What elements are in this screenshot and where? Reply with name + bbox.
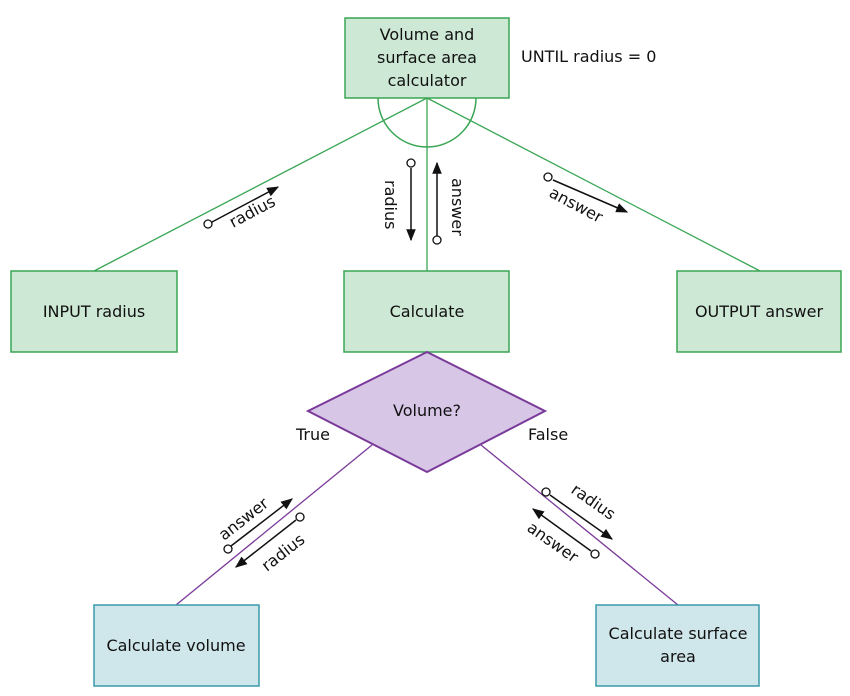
flow-calc-radius-label: radius — [381, 180, 400, 229]
calc-surface-line-1: Calculate surface — [609, 624, 748, 643]
top-module-line-1: Volume and — [380, 25, 475, 44]
data-couple-icon — [590, 549, 600, 559]
flow-volume-radius-label: radius — [258, 530, 309, 575]
flow-surface-radius-label: radius — [568, 480, 619, 524]
calc-volume-box — [93, 604, 260, 687]
decision-diamond — [305, 350, 548, 474]
top-module-box — [344, 17, 510, 99]
iteration-arc — [377, 97, 477, 148]
input-box — [10, 270, 178, 353]
flow-output-answer: answer — [543, 172, 629, 227]
output-label: OUTPUT answer — [695, 302, 824, 321]
flow-calc-answer-label: answer — [448, 178, 467, 236]
top-module-line-3: calculator — [388, 71, 467, 90]
data-couple-icon — [295, 512, 305, 522]
output-box — [676, 270, 842, 353]
input-label: INPUT radius — [43, 302, 145, 321]
calculate-label: Calculate — [390, 302, 465, 321]
data-couple-icon — [541, 487, 551, 497]
flow-calc-answer: answer — [432, 161, 467, 245]
flow-surface-answer: answer — [524, 508, 600, 567]
data-couple-icon — [406, 158, 416, 168]
false-label: False — [528, 425, 568, 444]
connector-top-input — [93, 97, 428, 272]
calc-surface-line-2: area — [660, 647, 696, 666]
connector-decision-surface — [480, 444, 679, 606]
flow-calc-radius: radius — [381, 158, 416, 242]
calc-surface-box — [595, 604, 760, 687]
calc-volume-label: Calculate volume — [106, 636, 245, 655]
connector-top-output — [426, 97, 761, 272]
true-label: True — [295, 425, 330, 444]
flow-input-radius-label: radius — [226, 192, 279, 232]
decision-label: Volume? — [393, 401, 461, 420]
connector-decision-volume — [175, 444, 373, 606]
data-couple-icon — [543, 172, 553, 182]
flow-surface-answer-label: answer — [524, 518, 583, 567]
flow-input-radius: radius — [203, 186, 280, 232]
until-annotation: UNTIL radius = 0 — [521, 47, 656, 66]
data-couple-icon — [203, 219, 213, 229]
data-couple-icon — [432, 235, 442, 245]
data-couple-icon — [223, 544, 233, 554]
calculate-box — [343, 270, 510, 353]
top-module-line-2: surface area — [377, 48, 477, 67]
